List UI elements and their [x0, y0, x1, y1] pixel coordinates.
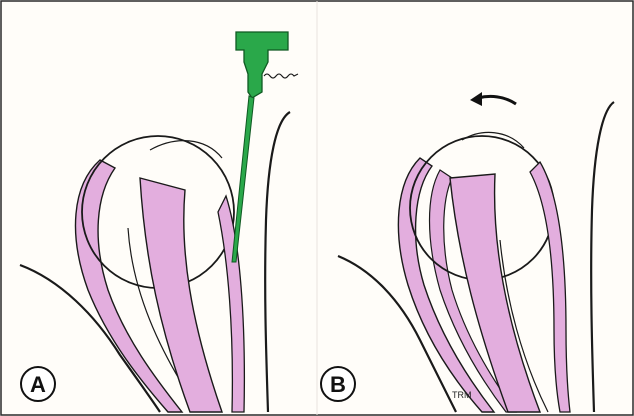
panel-label-b: B	[321, 367, 355, 401]
artist-mark: TRM	[452, 390, 472, 400]
panel-label-b-text: B	[330, 372, 346, 397]
panel-label-a-text: A	[30, 372, 46, 397]
panel-label-a: A	[21, 367, 55, 401]
